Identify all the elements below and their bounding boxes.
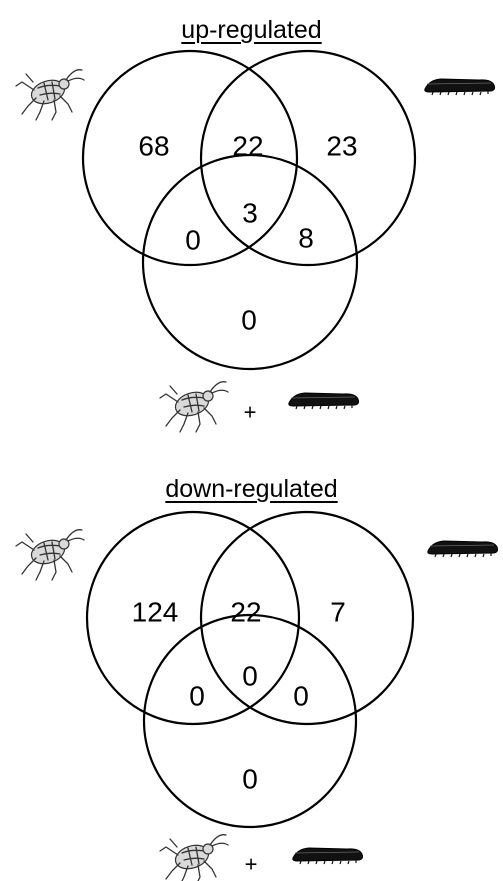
aphid-icon: [159, 834, 229, 881]
region-aphid-caterpillar: 22: [232, 131, 263, 162]
region-aphid-combined: 0: [185, 225, 201, 256]
plus-sign: +: [244, 400, 257, 425]
plus-sign: +: [245, 852, 258, 877]
aphid-icon: [15, 69, 85, 121]
venn-circle-caterpillar: [199, 49, 417, 267]
venn-panel-up-regulated: up-regulated 68 22 23 0 3 8 0: [0, 0, 503, 440]
caterpillar-icon: [292, 847, 364, 865]
venn-circle-aphid: [81, 49, 299, 267]
caterpillar-icon: [288, 392, 360, 410]
region-combined-only: 0: [241, 305, 257, 336]
region-aphid-only: 124: [132, 597, 179, 628]
panel-title: up-regulated: [181, 16, 322, 44]
region-all-three: 3: [242, 198, 258, 229]
region-aphid-combined: 0: [189, 681, 205, 712]
region-aphid-only: 68: [138, 131, 169, 162]
region-combined-only: 0: [242, 764, 258, 795]
venn-panel-down-regulated: down-regulated 124 22 7 0 0 0 0: [0, 460, 503, 881]
venn-circle-combined: [142, 613, 358, 829]
region-all-three: 0: [242, 661, 258, 692]
aphid-icon: [15, 529, 85, 581]
venn-circle-aphid: [85, 510, 301, 726]
region-caterpillar-combined: 8: [298, 223, 314, 254]
region-aphid-caterpillar: 22: [230, 597, 261, 628]
venn-circle-combined: [141, 153, 359, 371]
caterpillar-icon: [424, 78, 496, 96]
venn-circle-caterpillar: [199, 510, 415, 726]
caterpillar-icon: [427, 540, 499, 558]
venn-diagram: 68 22 23 0 3 8 0 +: [15, 49, 496, 433]
venn-diagram: 124 22 7 0 0 0 0 +: [15, 510, 499, 881]
aphid-icon: [159, 381, 229, 433]
region-caterpillar-only: 23: [326, 131, 357, 162]
panel-title: down-regulated: [165, 475, 338, 503]
region-caterpillar-combined: 0: [293, 681, 309, 712]
region-caterpillar-only: 7: [330, 597, 346, 628]
